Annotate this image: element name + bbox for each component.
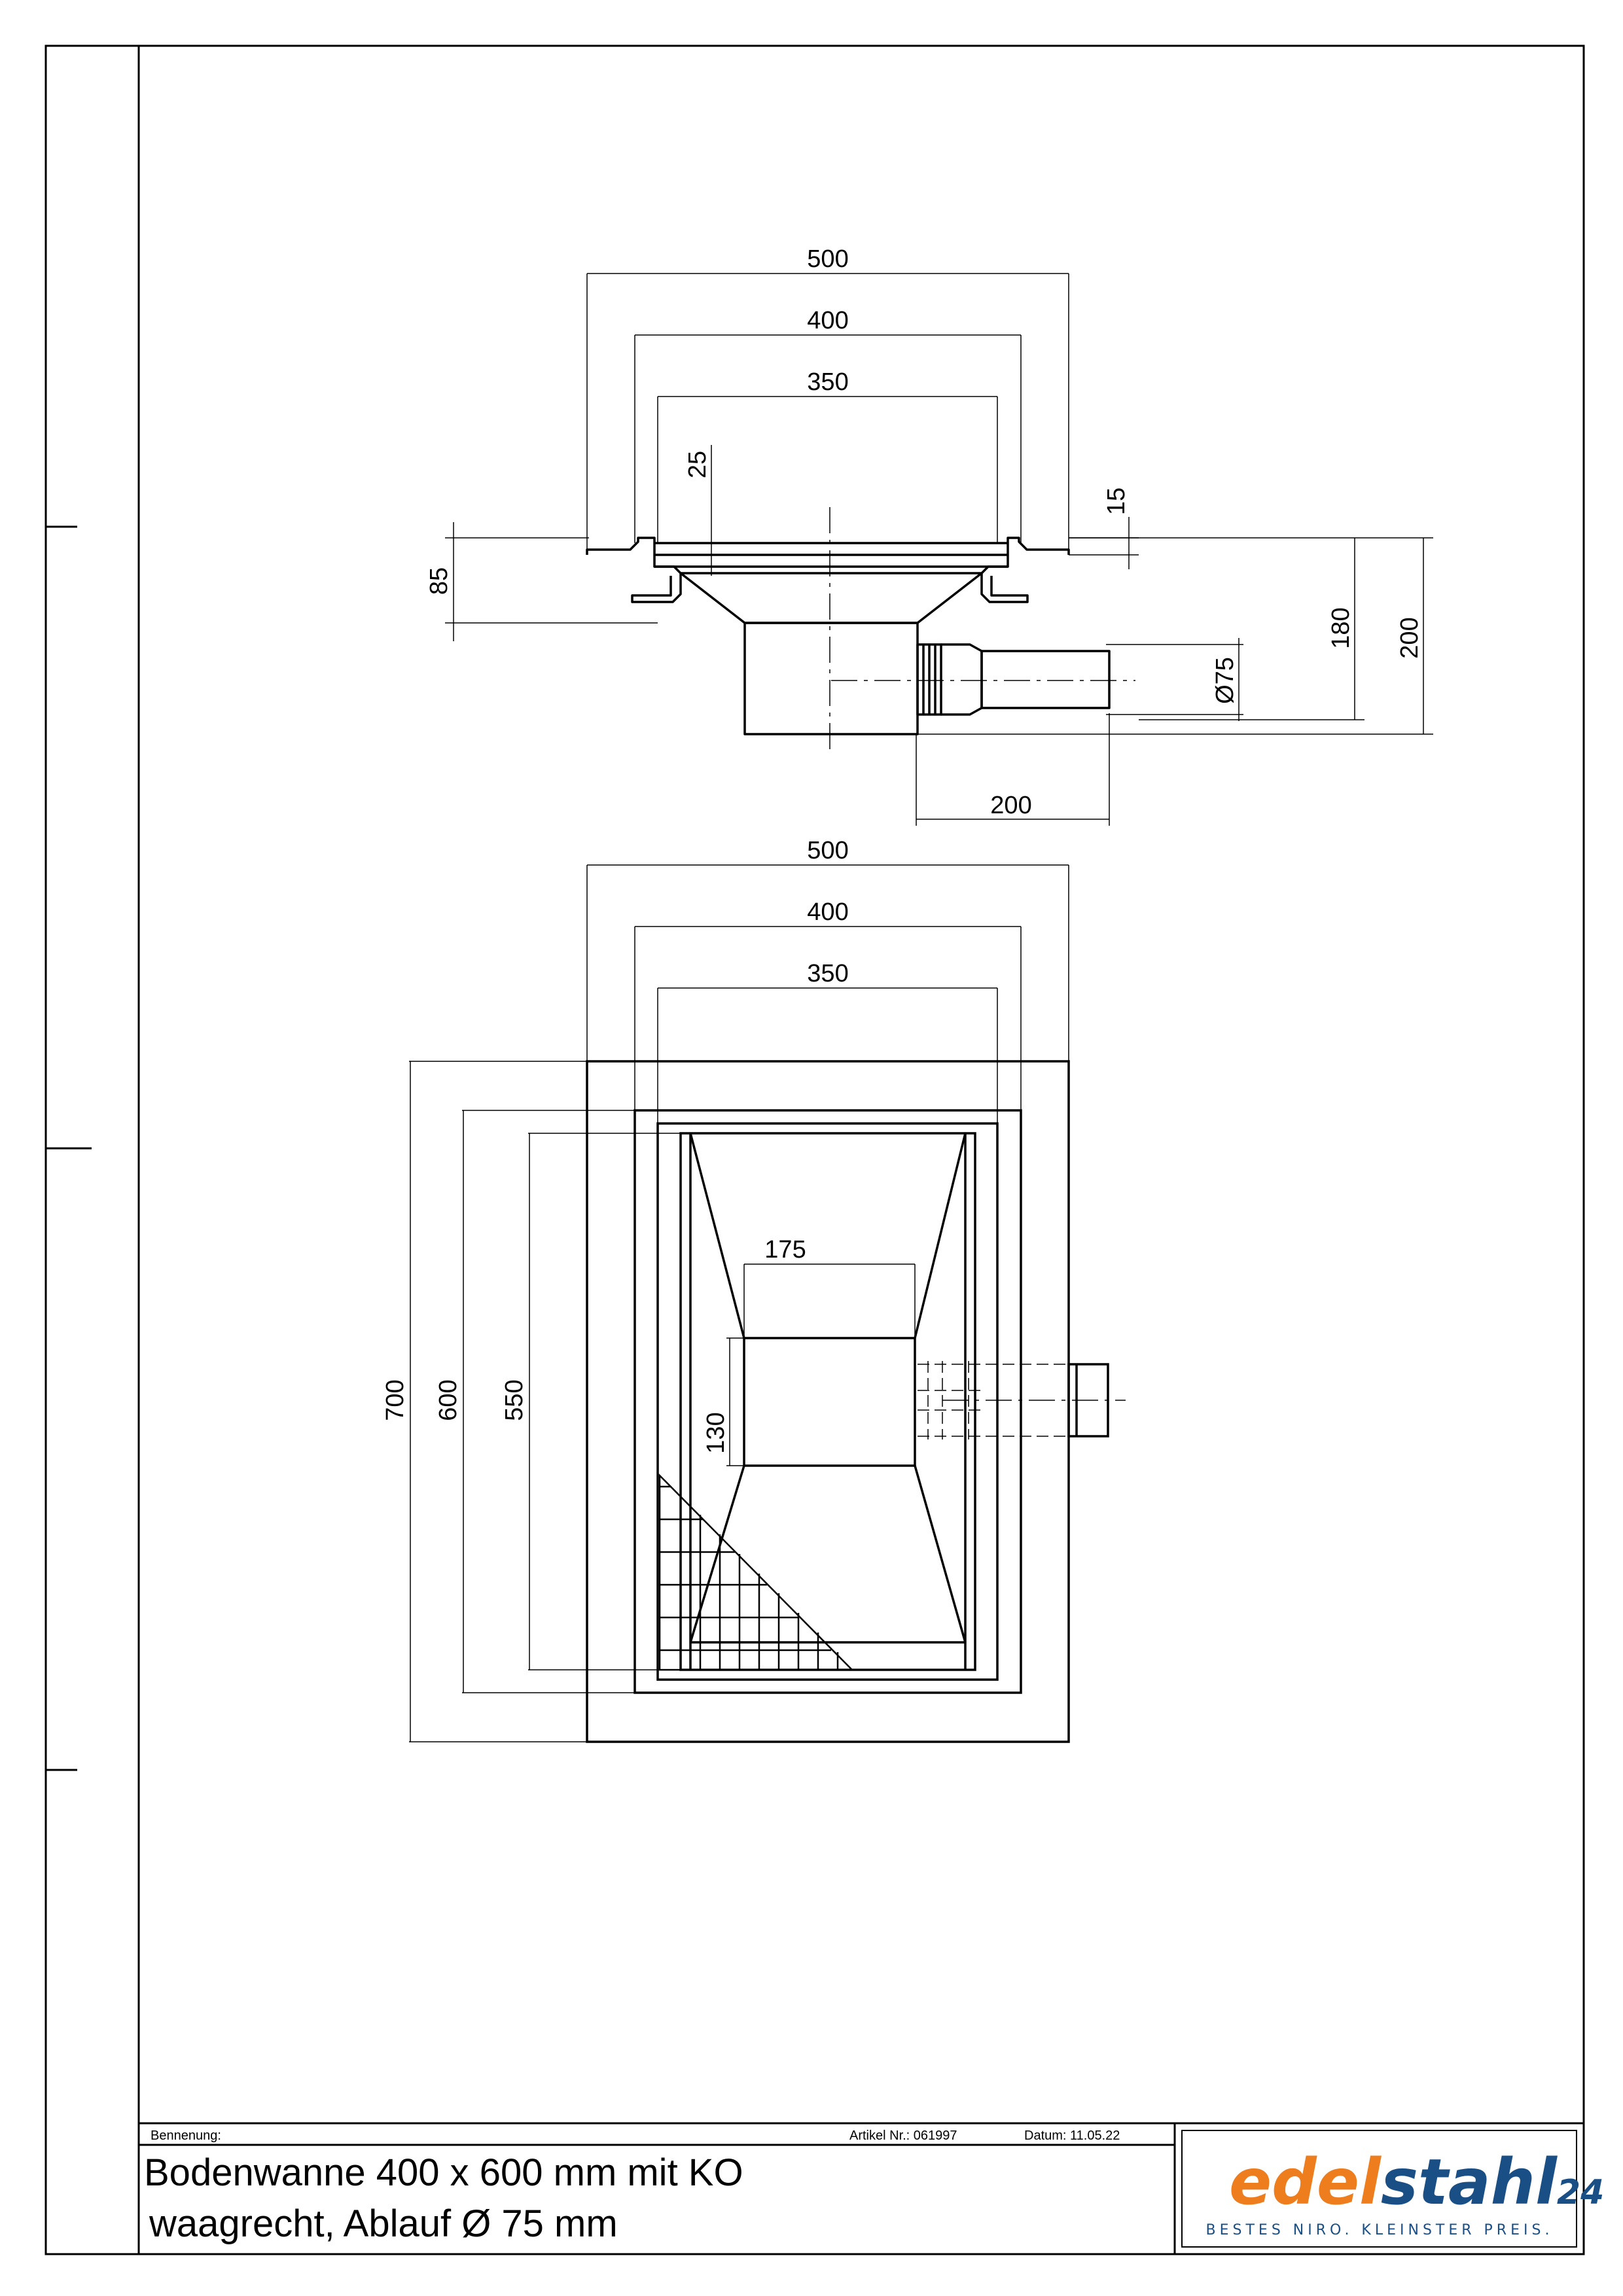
section-centerlines (829, 507, 1135, 752)
logo-tagline: BESTES NIRO. KLEINSTER PREIS. (1206, 2222, 1554, 2238)
title-block: Bennenung: Artikel Nr.: 061997 Datum: 11… (139, 2122, 1605, 2254)
logo-stahl: stahl (1381, 2146, 1558, 2219)
plan-dim-400: 400 (807, 898, 848, 926)
drawing-frame (45, 44, 1585, 2255)
edelstahl24-logo: edelstahl24 BESTES NIRO. KLEINSTER PREIS… (1206, 2146, 1605, 2238)
artikel-nr-label: Artikel Nr.: 061997 (849, 2128, 957, 2143)
plan-body-outline (586, 1060, 1109, 1743)
section-view: 500 400 350 25 15 85 180 200 Ø75 200 (425, 245, 1433, 826)
drawing-title-line-1: Bodenwanne 400 x 600 mm mit KO (144, 2151, 743, 2194)
section-dim-85: 85 (425, 567, 453, 595)
section-dim-350: 350 (807, 368, 848, 396)
plan-grate-detail (658, 1473, 854, 1671)
plan-dim-700: 700 (382, 1379, 409, 1421)
svg-text:edelstahl24: edelstahl24 (1229, 2146, 1604, 2219)
section-body-outline (586, 537, 1111, 735)
logo-24: 24 (1557, 2173, 1604, 2212)
section-dim-500: 500 (807, 245, 848, 273)
datum-label: Datum: 11.05.22 (1024, 2128, 1120, 2143)
section-dim-180: 180 (1327, 607, 1355, 648)
plan-dim-130: 130 (702, 1412, 730, 1453)
plan-dim-lines (409, 864, 1069, 1742)
drawing-title-line-2: waagrecht, Ablauf Ø 75 mm (149, 2202, 618, 2245)
plan-dim-175: 175 (764, 1236, 806, 1263)
plan-dim-600: 600 (435, 1379, 462, 1421)
plan-dim-350: 350 (807, 960, 848, 987)
logo-edel: edel (1229, 2146, 1382, 2219)
plan-view: 500 400 350 175 130 700 600 550 (382, 837, 1126, 1743)
section-dim-200-horizontal: 200 (990, 792, 1031, 819)
plan-dim-500: 500 (807, 837, 848, 864)
plan-dim-550: 550 (501, 1379, 528, 1421)
section-dim-diameter-75: Ø75 (1211, 657, 1239, 704)
section-dim-lines (445, 273, 1433, 826)
section-dim-15: 15 (1103, 487, 1130, 515)
section-dim-200-vertical: 200 (1396, 617, 1423, 658)
section-dim-400: 400 (807, 307, 848, 334)
bennenung-label: Bennenung: (151, 2128, 221, 2143)
section-dim-25: 25 (684, 451, 711, 478)
